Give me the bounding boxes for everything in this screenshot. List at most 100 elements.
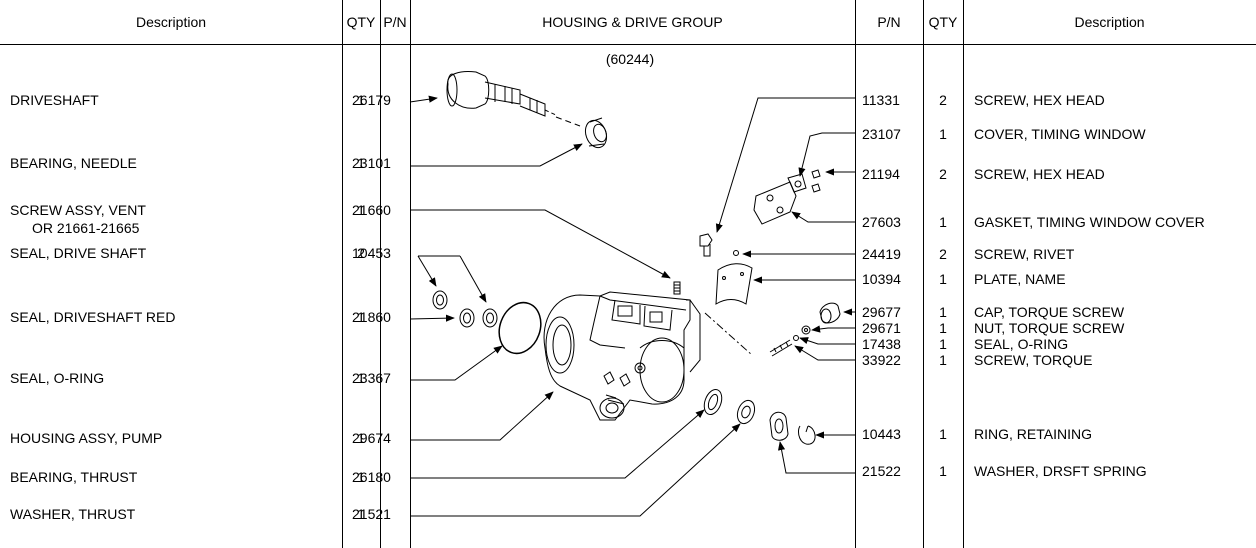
right-part-qty: 1 — [939, 336, 947, 352]
right-part-qty: 2 — [939, 92, 947, 108]
right-part-qty: 1 — [939, 214, 947, 230]
leader-line — [417, 255, 437, 287]
header-right-qty: QTY — [928, 14, 958, 30]
left-part-number: 23101 — [352, 155, 391, 171]
needle-bearing-part — [584, 117, 608, 149]
right-part-qty: 1 — [939, 320, 947, 336]
right-part-qty: 2 — [939, 246, 947, 262]
left-part-description: SEAL, DRIVESHAFT RED — [10, 309, 176, 325]
left-part-number: 10453 — [352, 245, 391, 261]
right-part-qty: 1 — [939, 463, 947, 479]
right-part-number: 11331 — [862, 92, 900, 108]
thrust-bearing-part — [703, 388, 723, 416]
leader-line — [410, 391, 554, 441]
right-part-description: PLATE, NAME — [974, 271, 1066, 287]
left-part-qty: 1 — [357, 202, 365, 218]
left-part-description: WASHER, THRUST — [10, 506, 136, 522]
right-part-number: 24419 — [862, 246, 901, 262]
leader-line — [799, 337, 855, 345]
right-part-description: NUT, TORQUE SCREW — [974, 320, 1125, 336]
leader-line — [410, 143, 583, 167]
right-part-description: SCREW, HEX HEAD — [974, 92, 1105, 108]
drive-shaft-seal-part — [432, 290, 498, 328]
hex-screw-part — [699, 233, 713, 257]
right-part-number: 21522 — [862, 463, 901, 479]
header-left-qty: QTY — [346, 14, 376, 30]
thrust-washer-part — [736, 399, 756, 425]
retaining-ring-part — [797, 425, 816, 445]
left-part-description: HOUSING ASSY, PUMP — [10, 430, 163, 446]
leader-line — [794, 345, 855, 361]
o-ring-part — [498, 301, 542, 355]
right-part-description: SCREW, TORQUE — [974, 352, 1093, 368]
header-rule — [0, 44, 1256, 45]
left-part-number: 23367 — [352, 370, 391, 386]
left-part-qty: 1 — [357, 370, 365, 386]
right-part-qty: 1 — [939, 426, 947, 442]
column-rule — [855, 0, 856, 548]
header-right-pn: P/N — [877, 14, 901, 30]
left-part-qty: 1 — [357, 430, 365, 446]
right-part-description: CAP, TORQUE SCREW — [974, 304, 1125, 320]
pump-housing-part — [543, 291, 701, 421]
right-part-qty: 1 — [939, 126, 947, 142]
leader-line — [409, 314, 455, 322]
right-part-description: SCREW, RIVET — [974, 246, 1075, 262]
leader-line — [410, 423, 741, 517]
column-rule — [963, 0, 964, 548]
right-part-qty: 1 — [939, 304, 947, 320]
right-part-description: WASHER, DRSFT SPRING — [974, 463, 1147, 479]
torque-screw-part — [769, 302, 841, 357]
header-left-description: Description — [135, 14, 207, 30]
right-part-number: 33922 — [862, 352, 901, 368]
right-part-number: 27603 — [862, 214, 901, 230]
vent-screw-part — [673, 281, 681, 295]
leader-line — [778, 441, 855, 474]
left-part-qty: 2 — [357, 245, 365, 261]
center-line — [704, 312, 753, 356]
left-part-number: 29674 — [352, 430, 391, 446]
right-part-number: 10394 — [862, 271, 901, 287]
name-plate-part — [715, 263, 753, 305]
left-part-description: BEARING, NEEDLE — [10, 155, 137, 171]
left-part-qty: 1 — [357, 309, 365, 325]
right-part-number: 10443 — [862, 426, 901, 442]
left-part-qty: 1 — [357, 506, 365, 522]
right-part-number: 29677 — [862, 304, 901, 320]
leader-line — [715, 97, 855, 233]
right-part-description: SEAL, O-RING — [974, 336, 1069, 352]
right-part-number: 29671 — [862, 320, 901, 336]
right-part-qty: 2 — [939, 166, 947, 182]
left-part-description: SEAL, DRIVE SHAFT — [10, 245, 147, 261]
header-right-description: Description — [1074, 14, 1145, 30]
left-part-number: 21660 — [352, 202, 391, 218]
right-part-qty: 1 — [939, 352, 947, 368]
right-part-number: 17438 — [862, 336, 901, 352]
driveshaft-spring-washer-part — [769, 411, 789, 441]
right-part-description: COVER, TIMING WINDOW — [974, 126, 1146, 142]
right-part-number: 23107 — [862, 126, 901, 142]
header-left-pn: P/N — [383, 14, 407, 30]
leader-line — [811, 325, 855, 333]
leader-line — [409, 95, 438, 103]
left-part-qty: 1 — [357, 469, 365, 485]
column-rule — [380, 0, 381, 548]
header-group-title: HOUSING & DRIVE GROUP — [542, 14, 723, 30]
leader-line — [410, 345, 503, 381]
leader-line — [410, 409, 705, 479]
column-rule — [410, 0, 411, 548]
leader-line — [410, 209, 671, 279]
rivet-screw-part — [733, 250, 739, 256]
right-part-qty: 1 — [939, 271, 947, 287]
left-part-description: DRIVESHAFT — [10, 92, 99, 108]
left-part-description: SEAL, O-RING — [10, 370, 105, 386]
timing-window-cover-part — [753, 169, 821, 225]
left-part-qty: 1 — [357, 155, 365, 171]
group-number: (60244) — [605, 51, 655, 67]
left-part-qty: 1 — [357, 92, 365, 108]
right-part-number: 21194 — [862, 166, 900, 182]
column-rule — [342, 0, 343, 548]
left-part-description: SCREW ASSY, VENT — [10, 202, 146, 218]
left-part-description: BEARING, THRUST — [10, 469, 138, 485]
